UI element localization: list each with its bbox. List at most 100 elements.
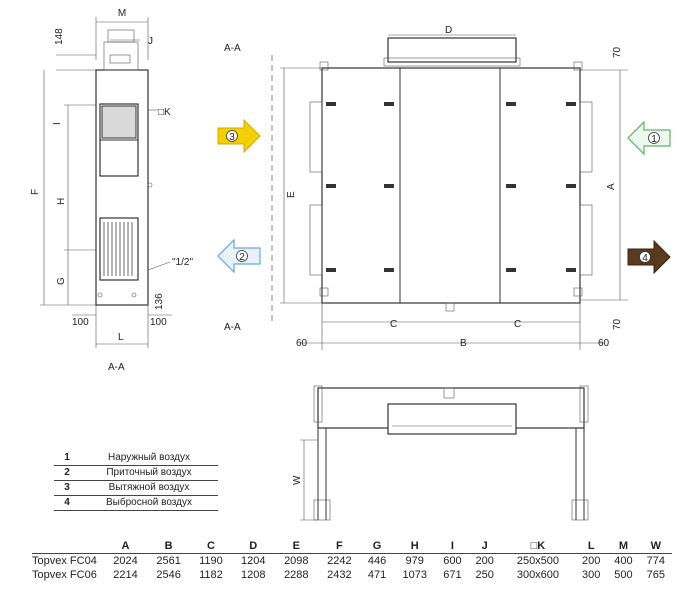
dim-A: A: [606, 183, 617, 190]
dim-D: D: [445, 25, 452, 36]
arrow-3-exhaust: 3: [217, 118, 261, 154]
table-cell: 2024: [113, 555, 138, 567]
table-cell: 2546: [156, 569, 181, 581]
table-header-cell: G: [360, 539, 394, 554]
arrow-4-label: 4: [642, 253, 648, 264]
dim-half-inch: "1/2": [172, 257, 193, 268]
table-header-cell: J: [468, 539, 501, 554]
dim-K: □K: [158, 107, 171, 118]
dim-H: H: [56, 198, 67, 205]
table-cell: 774: [646, 555, 665, 567]
table-cell: 600: [443, 555, 462, 567]
table-header-row: A B C D E F G H I J □K L M W: [32, 539, 672, 554]
legend-text: Приточный воздух: [80, 465, 218, 481]
front-view: D E A 70 70: [280, 25, 628, 350]
side-view: M J 148 F H G I □K: [30, 8, 193, 373]
arrow-1-label: 1: [651, 134, 657, 145]
legend-row: 2 Приточный воздух: [54, 465, 218, 481]
table-cell: 2288: [284, 569, 309, 581]
airflow-legend: 1 Наружный воздух 2 Приточный воздух 3 В…: [54, 451, 218, 511]
table-header-cell: F: [317, 539, 361, 554]
table-header-cell: A: [104, 539, 148, 554]
table-header-cell: □K: [500, 539, 576, 554]
dim-70-bottom: 70: [612, 318, 623, 330]
table-cell: 446: [367, 555, 387, 567]
dim-60-right: 60: [598, 338, 610, 349]
dim-I: I: [52, 122, 63, 125]
legend-row: 4 Выбросной воздух: [54, 495, 218, 511]
table-header-cell: B: [147, 539, 191, 554]
table-header-cell: I: [436, 539, 469, 554]
table-cell: 250: [475, 569, 494, 581]
legend-row: 3 Вытяжной воздух: [54, 480, 218, 496]
dimensions-table: A B C D E F G H I J □K L M W Topvex FC04…: [32, 539, 672, 582]
dim-M: M: [118, 8, 126, 19]
table-cell: 200: [582, 555, 601, 567]
legend-num: 4: [54, 495, 80, 511]
table-cell: 765: [646, 569, 665, 581]
table-cell: 1182: [199, 569, 223, 581]
arrow-3-label: 3: [229, 132, 235, 143]
table-cell: 200: [475, 555, 494, 567]
dim-136: 136: [154, 293, 165, 310]
dim-L: L: [118, 332, 124, 343]
table-cell: 2214: [113, 569, 138, 581]
table-cell: 1073: [402, 569, 427, 581]
dim-E: E: [286, 191, 297, 198]
table-cell: 2098: [284, 555, 309, 567]
dim-F: F: [30, 189, 41, 195]
table-cell: Topvex FC04: [32, 555, 97, 567]
table-cell: 1204: [241, 555, 266, 567]
dim-100-left: 100: [72, 317, 89, 328]
table-header-cell: C: [190, 539, 232, 554]
legend-text: Наружный воздух: [80, 451, 218, 466]
table-header-cell: W: [639, 539, 672, 554]
table-cell: 500: [614, 569, 633, 581]
dim-148: 148: [54, 28, 65, 45]
section-AA-bottom: A-A: [224, 322, 241, 333]
section-AA-top: A-A: [224, 43, 241, 54]
table-cell: 2561: [156, 555, 181, 567]
table-header-cell: L: [575, 539, 608, 554]
dim-W: W: [292, 475, 303, 485]
arrow-4-extract: 4: [627, 239, 671, 275]
table-header-cell: H: [393, 539, 437, 554]
legend-num: 1: [54, 451, 80, 466]
legend-row: 1 Наружный воздух: [54, 451, 218, 466]
dim-60-left: 60: [296, 338, 308, 349]
table-cell: 1190: [199, 555, 223, 567]
table-cell: Topvex FC06: [32, 569, 97, 581]
table-cell: 671: [443, 569, 462, 581]
table-cell: 1208: [241, 569, 266, 581]
legend-num: 3: [54, 480, 80, 496]
table-row: Topvex FC04 2024 2561 1190 1204 2098 224…: [32, 554, 672, 569]
section-AA-side: A-A: [108, 362, 125, 373]
dim-70-top: 70: [612, 46, 623, 58]
bottom-view: W: [292, 385, 589, 521]
table-row: Topvex FC06 2214 2546 1182 1208 2288 243…: [32, 568, 672, 582]
legend-text: Выбросной воздух: [80, 495, 218, 511]
table-cell: 400: [614, 555, 633, 567]
dim-100-right: 100: [150, 317, 167, 328]
table-header-cell: M: [607, 539, 640, 554]
arrow-1-outdoor: 1: [627, 120, 671, 156]
table-header-cell: D: [231, 539, 275, 554]
dim-J: J: [148, 36, 153, 47]
arrow-2-supply: 2: [217, 238, 261, 274]
dim-B: B: [460, 338, 467, 349]
table-cell: 979: [405, 555, 424, 567]
table-header-cell: [32, 539, 104, 554]
legend-text: Вытяжной воздух: [80, 480, 218, 496]
table-cell: 300: [582, 569, 601, 581]
table-cell: 471: [367, 569, 387, 581]
dim-G: G: [56, 277, 67, 285]
table-cell: 2432: [327, 569, 352, 581]
dim-C-right: C: [514, 319, 521, 330]
table-header-cell: E: [274, 539, 318, 554]
table-cell: 250x500: [516, 555, 560, 567]
legend-num: 2: [54, 465, 80, 481]
arrow-2-label: 2: [239, 252, 245, 263]
table-cell: 300x600: [516, 569, 560, 581]
table-cell: 2242: [327, 555, 352, 567]
